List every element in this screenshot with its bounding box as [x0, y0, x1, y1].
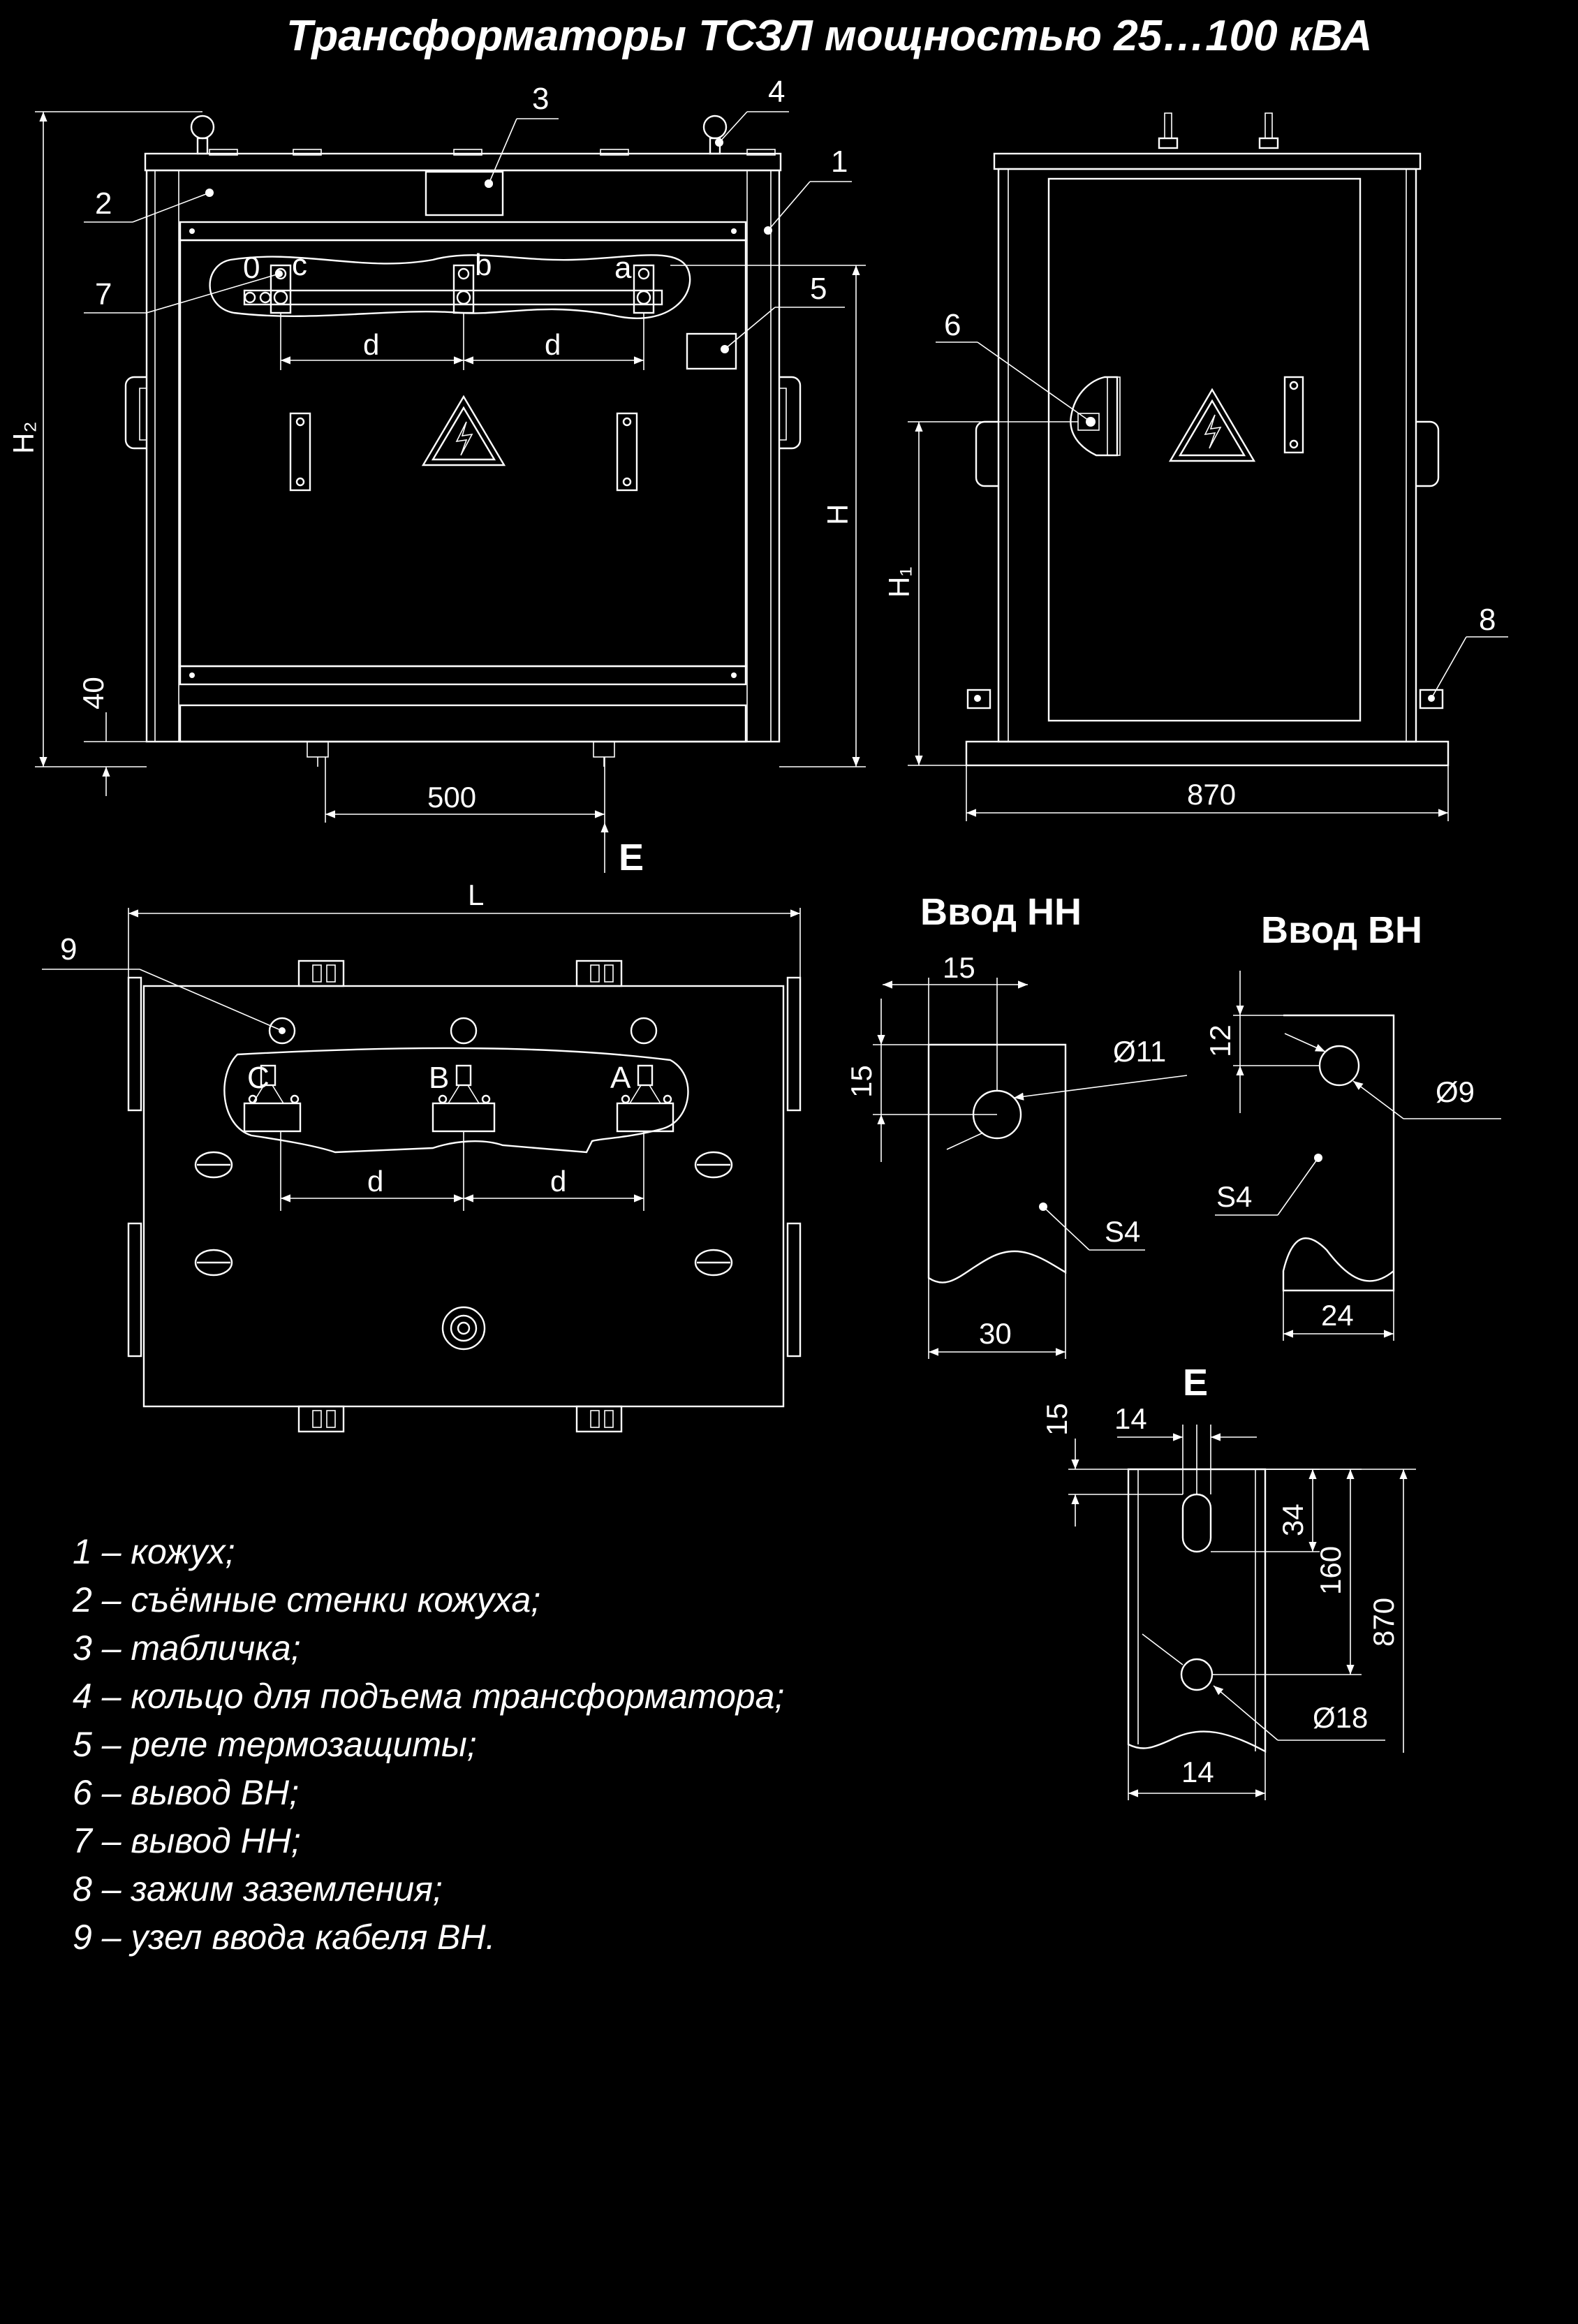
detail-e-hole — [1180, 1658, 1214, 1691]
hv-terminal-outline — [223, 1047, 689, 1154]
detail-e: E Ø18 14 15 34 160 — [1040, 1362, 1416, 1800]
hv-label-c: C — [247, 1061, 270, 1095]
callout-6: 6 — [944, 308, 961, 342]
detail-e-slot-dim: 14 — [1114, 1402, 1147, 1435]
lv-label-a: a — [614, 251, 632, 285]
detail-e-hole-dim: Ø18 — [1313, 1701, 1368, 1734]
detail-lv-input: Ввод НН 15 15 Ø11 S4 30 — [845, 891, 1188, 1359]
callout-1: 1 — [831, 145, 848, 179]
hv-bushing-a — [616, 1064, 674, 1133]
dim-front-d1: d — [363, 328, 379, 361]
handle-right — [779, 376, 802, 450]
detail-hv-hole — [1318, 1045, 1360, 1087]
view-e-marker: E — [619, 837, 644, 878]
lv-label-c: c — [292, 248, 307, 282]
callout-8: 8 — [1479, 603, 1496, 637]
callout-5: 5 — [810, 272, 827, 306]
lv-label-0: 0 — [243, 251, 260, 285]
nameplate — [425, 170, 504, 216]
handle-left — [124, 376, 147, 450]
legend-item: 3 – табличка; — [73, 1628, 301, 1668]
legend: 1 – кожух; 2 – съёмные стенки кожуха; 3 … — [73, 1528, 980, 1962]
hv-label-b: B — [429, 1061, 449, 1095]
thermal-relay — [686, 332, 737, 370]
drawing-title: Трансформаторы ТСЗЛ мощностью 25…100 кВА — [286, 12, 1372, 60]
dim-top-d1: d — [367, 1165, 383, 1198]
hv-cable-entry — [268, 1017, 296, 1045]
detail-hv-width: 24 — [1321, 1299, 1354, 1332]
lifting-ring-right — [702, 115, 728, 140]
detail-lv-side: 15 — [845, 1065, 878, 1098]
dim-h: H — [821, 504, 854, 525]
detail-e-height: 870 — [1367, 1598, 1400, 1647]
legend-item: 8 – зажим заземления; — [73, 1869, 443, 1909]
side-latch — [1283, 376, 1304, 454]
legend-item: 7 – вывод НН; — [73, 1821, 301, 1860]
center-plug — [441, 1306, 486, 1351]
dim-40: 40 — [77, 677, 110, 709]
side-warning-icon — [1168, 388, 1256, 462]
detail-lv-hole-dim: Ø11 — [1113, 1035, 1166, 1068]
legend-item: 6 – вывод ВН; — [73, 1773, 299, 1812]
legend-item: 2 – съёмные стенки кожуха; — [73, 1580, 541, 1619]
detail-lv-thickness: S4 — [1105, 1215, 1140, 1248]
latch-left — [289, 412, 311, 492]
detail-e-heading: E — [1183, 1362, 1208, 1404]
legend-item: 4 – кольцо для подъема трансформатора; — [73, 1677, 785, 1716]
hv-label-a: A — [610, 1061, 631, 1095]
dim-front-d2: d — [545, 328, 561, 361]
callout-3: 3 — [532, 82, 549, 116]
side-door — [1047, 177, 1362, 722]
lv-label-b: b — [475, 248, 492, 282]
latch-right — [616, 412, 638, 492]
callout-7: 7 — [95, 277, 112, 311]
front-view: 0 c b a d d 1 2 — [7, 75, 866, 878]
dim-h2: H₂ — [7, 421, 40, 454]
detail-lv-top: 15 — [943, 951, 975, 984]
top-cover — [142, 985, 785, 1408]
hv-terminal — [1070, 376, 1119, 457]
detail-e-slot — [1181, 1493, 1212, 1553]
lifting-ring-left — [190, 115, 215, 140]
legend-item: 9 – узел ввода кабеля ВН. — [73, 1918, 496, 1957]
legend-item: 1 – кожух; — [73, 1532, 235, 1571]
callout-4: 4 — [768, 75, 785, 109]
hv-bushing-c — [243, 1064, 302, 1133]
callout-9: 9 — [60, 932, 77, 966]
high-voltage-warning-icon — [421, 395, 506, 466]
detail-hv-heading: Ввод ВН — [1261, 909, 1422, 951]
lv-terminal-b — [452, 264, 475, 314]
callout-2: 2 — [95, 186, 112, 221]
dim-h1: H₁ — [883, 566, 915, 598]
dim-l: L — [468, 878, 484, 911]
legend-item: 5 – реле термозащиты; — [73, 1725, 477, 1764]
detail-hv-hole-dim: Ø9 — [1436, 1075, 1475, 1108]
detail-e-slot-len: 34 — [1276, 1503, 1309, 1536]
dim-870-side: 870 — [1187, 778, 1236, 811]
lv-terminal-a — [633, 264, 655, 314]
detail-hv-side: 12 — [1204, 1024, 1237, 1057]
detail-e-width: 14 — [1181, 1756, 1214, 1788]
detail-e-top: 15 — [1040, 1403, 1073, 1436]
grounding-clamp — [1419, 689, 1444, 709]
side-view: 6 8 H₁ 870 — [883, 112, 1508, 821]
detail-hv-thickness: S4 — [1216, 1180, 1252, 1213]
top-view: L 9 — [42, 878, 802, 1433]
detail-lv-width: 30 — [979, 1317, 1012, 1350]
dim-top-d2: d — [550, 1165, 566, 1198]
dim-500: 500 — [427, 781, 476, 814]
detail-e-center: 160 — [1314, 1546, 1347, 1595]
lv-terminal-outline — [209, 254, 691, 319]
detail-hv-input: Ввод ВН 12 Ø9 S4 24 — [1204, 909, 1501, 1341]
detail-lv-heading: Ввод НН — [920, 891, 1082, 933]
